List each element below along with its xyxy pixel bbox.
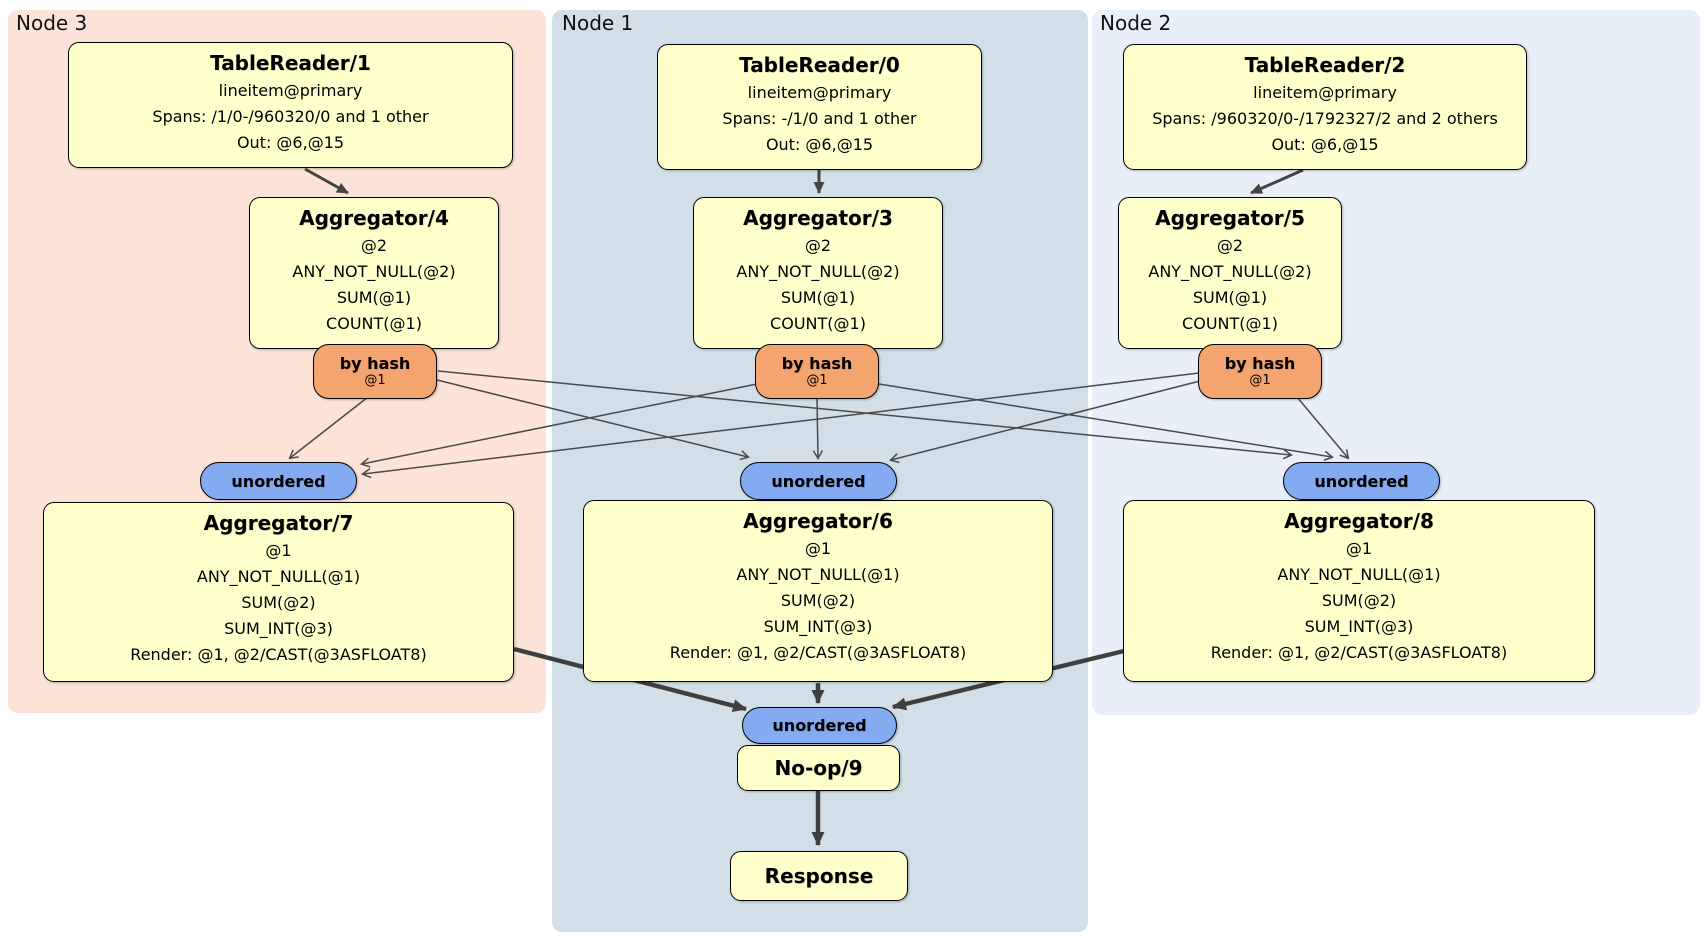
node-detail: @1 [1345, 539, 1373, 558]
by-hash-router-3: by hash @1 [755, 344, 879, 399]
edge-byhash4-unordered7 [288, 396, 369, 460]
node-detail: @2 [804, 236, 832, 255]
node-detail: Out: @6,@15 [1271, 135, 1379, 154]
node-detail: Render: @1, @2/CAST(@3ASFLOAT8) [130, 645, 427, 664]
edge-tablereader1-aggregator4 [304, 167, 349, 195]
unordered-sync-6: unordered [740, 462, 897, 500]
node-detail: lineitem@primary [1253, 83, 1397, 102]
node-detail: @2 [360, 236, 388, 255]
node-title: Aggregator/6 [743, 509, 893, 533]
edge-byhash5-unordered8 [1296, 396, 1350, 460]
aggregator-6-node: Aggregator/6 @1 ANY_NOT_NULL(@1) SUM(@2)… [583, 500, 1053, 682]
router-detail: @1 [806, 373, 828, 388]
node-title: Response [764, 864, 874, 888]
node-detail: SUM_INT(@3) [1304, 617, 1414, 636]
unordered-sync-7: unordered [200, 462, 357, 500]
sync-label: unordered [772, 716, 867, 735]
edge-byhash4-unordered6 [436, 379, 750, 461]
node-detail: SUM(@1) [1192, 288, 1268, 307]
node-detail: lineitem@primary [218, 81, 363, 100]
node-title: Aggregator/8 [1284, 509, 1434, 533]
edge-tablereader2-aggregator5 [1250, 168, 1304, 195]
tablereader-0-node: TableReader/0 lineitem@primary Spans: -/… [657, 44, 982, 170]
region-label-node3: Node 3 [16, 11, 88, 35]
node-title: Aggregator/5 [1155, 206, 1305, 230]
node-detail: Out: @6,@15 [765, 135, 874, 154]
aggregator-7-node: Aggregator/7 @1 ANY_NOT_NULL(@1) SUM(@2)… [43, 502, 514, 682]
node-detail: @1 [265, 541, 292, 560]
node-detail: COUNT(@1) [770, 314, 866, 333]
node-detail: Spans: /960320/0-/1792327/2 and 2 others [1152, 109, 1498, 128]
noop-9-node: No-op/9 [737, 745, 900, 791]
edge-byhash5-unordered7 [360, 372, 1200, 479]
unordered-sync-8: unordered [1283, 462, 1440, 500]
node-detail: Spans: -/1/0 and 1 other [722, 109, 917, 128]
node-detail: Render: @1, @2/CAST(@3ASFLOAT8) [1210, 643, 1508, 662]
node-detail: Render: @1, @2/CAST(@3ASFLOAT8) [669, 643, 967, 662]
aggregator-5-node: Aggregator/5 @2 ANY_NOT_NULL(@2) SUM(@1)… [1118, 197, 1342, 349]
node-detail: Out: @6,@15 [236, 133, 345, 152]
sync-label: unordered [1314, 471, 1409, 491]
sync-label: unordered [231, 471, 326, 491]
edge-byhash3-unordered8 [878, 383, 1335, 461]
node-title: TableReader/2 [1244, 53, 1406, 77]
region-label-node2: Node 2 [1100, 11, 1172, 35]
tablereader-1-node: TableReader/1 lineitem@primary Spans: /1… [68, 42, 513, 168]
node-title: TableReader/1 [210, 51, 371, 75]
node-detail: SUM(@2) [1321, 591, 1397, 610]
router-label: by hash [1224, 354, 1296, 373]
response-node: Response [730, 851, 908, 901]
router-detail: @1 [1249, 373, 1271, 388]
node-detail: COUNT(@1) [1182, 314, 1278, 333]
edge-byhash3-unordered7 [360, 383, 758, 468]
node-detail: SUM_INT(@3) [763, 617, 873, 636]
node-detail: SUM(@2) [780, 591, 856, 610]
aggregator-4-node: Aggregator/4 @2 ANY_NOT_NULL(@2) SUM(@1)… [249, 197, 499, 349]
aggregator-3-node: Aggregator/3 @2 ANY_NOT_NULL(@2) SUM(@1)… [693, 197, 943, 349]
region-label-node1: Node 1 [562, 11, 634, 35]
aggregator-8-node: Aggregator/8 @1 ANY_NOT_NULL(@1) SUM(@2)… [1123, 500, 1595, 682]
node-detail: ANY_NOT_NULL(@2) [292, 262, 456, 281]
unordered-sync-9: unordered [742, 707, 897, 744]
router-detail: @1 [364, 373, 386, 388]
node-detail: @1 [804, 539, 832, 558]
node-title: TableReader/0 [739, 53, 900, 77]
node-title: No-op/9 [774, 756, 863, 780]
node-detail: ANY_NOT_NULL(@2) [736, 262, 900, 281]
edge-byhash5-unordered6 [889, 380, 1201, 464]
sync-label: unordered [771, 471, 866, 491]
node-detail: ANY_NOT_NULL(@1) [1277, 565, 1441, 584]
node-title: Aggregator/4 [299, 206, 449, 230]
node-detail: ANY_NOT_NULL(@1) [736, 565, 900, 584]
edge-byhash3-unordered6 [812, 398, 824, 461]
node-detail: SUM_INT(@3) [224, 619, 333, 638]
node-title: Aggregator/3 [743, 206, 893, 230]
node-detail: ANY_NOT_NULL(@1) [196, 567, 361, 586]
node-title: Aggregator/7 [203, 511, 354, 535]
node-detail: ANY_NOT_NULL(@2) [1148, 262, 1312, 281]
node-detail: SUM(@1) [336, 288, 412, 307]
node-detail: @2 [1216, 236, 1244, 255]
by-hash-router-4: by hash @1 [313, 344, 437, 399]
node-detail: SUM(@1) [780, 288, 856, 307]
node-detail: SUM(@2) [241, 593, 316, 612]
node-detail: lineitem@primary [747, 83, 892, 102]
router-label: by hash [339, 354, 411, 373]
node-detail: COUNT(@1) [326, 314, 422, 333]
by-hash-router-5: by hash @1 [1198, 344, 1322, 399]
node-detail: Spans: /1/0-/960320/0 and 1 other [152, 107, 429, 126]
tablereader-2-node: TableReader/2 lineitem@primary Spans: /9… [1123, 44, 1527, 170]
router-label: by hash [781, 354, 853, 373]
